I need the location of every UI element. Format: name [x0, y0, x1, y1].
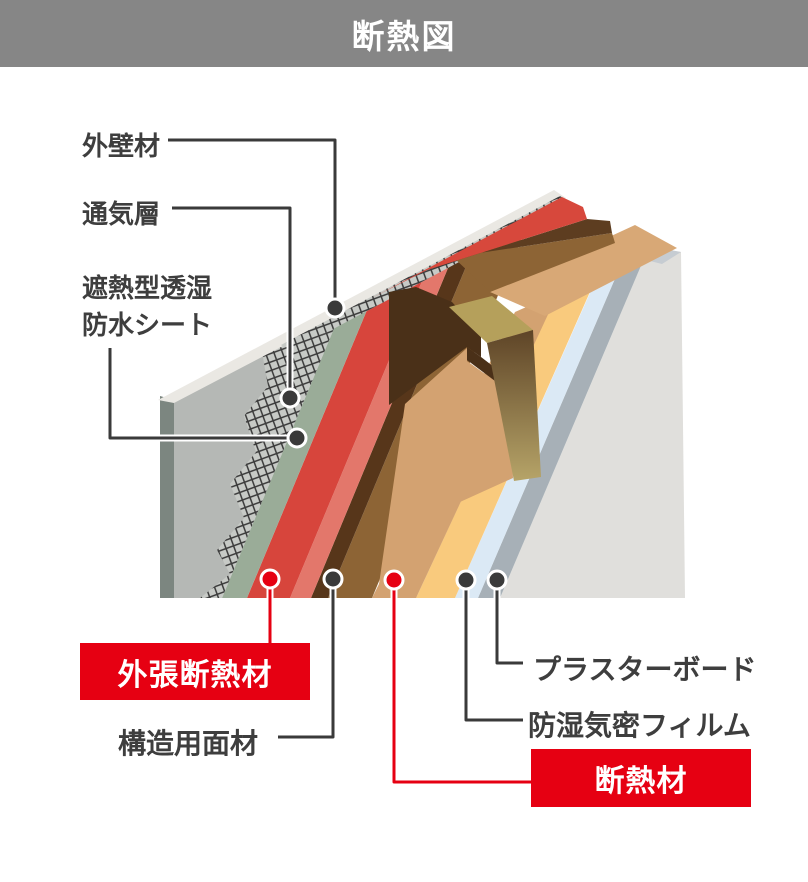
cavity-plank — [377, 348, 513, 598]
dot-sheet — [286, 427, 308, 449]
cavity-shadow — [389, 287, 481, 405]
leader-plasterboard — [495, 580, 523, 665]
stud-top-face — [449, 296, 533, 343]
panel-top-strip — [158, 190, 566, 403]
leader-lines — [106, 136, 532, 786]
layer-plasterboard-edge — [478, 261, 643, 598]
red-top-face — [372, 197, 587, 298]
label-sheet-line1: 遮熱型透湿 — [82, 273, 213, 303]
page-title: 断熱図 — [351, 17, 457, 55]
stud-front-face — [487, 330, 541, 481]
dot-structural-panel — [322, 568, 344, 590]
dot-insulation — [383, 569, 405, 591]
darkbrown-top-face — [427, 219, 612, 270]
label-ventilation-layer: 通気層 — [82, 199, 161, 229]
dot-plasterboard — [486, 569, 508, 591]
marker-dots — [259, 297, 508, 591]
label-plasterboard: プラスターボード — [533, 654, 757, 685]
label-external-insulation: 外張断熱材 — [117, 658, 273, 692]
brown-top-face — [453, 233, 615, 292]
layer-ext-insulation-red — [247, 269, 427, 598]
framing-top-face — [490, 225, 677, 316]
label-exterior-panel: 外壁材 — [82, 131, 161, 161]
leader-structural-panel — [278, 579, 335, 739]
leader-insulation — [392, 580, 532, 784]
leader-sheet — [108, 348, 297, 440]
layer-plasterboard — [500, 249, 685, 598]
badge-insulation: 断熱材 — [531, 749, 751, 807]
dot-exterior-panel — [324, 297, 346, 319]
label-insulation: 断熱材 — [594, 765, 688, 798]
leader-ventilation — [172, 206, 292, 398]
badge-external-insulation: 外張断熱材 — [80, 643, 310, 700]
label-sheet-line2: 防水シート — [82, 310, 213, 340]
label-structural-panel: 構造用面材 — [118, 728, 259, 759]
layer-plasterboard-top-face — [646, 249, 681, 264]
dot-ext-insulation — [259, 568, 281, 590]
label-vapor-barrier-film: 防湿気密フィルム — [528, 710, 751, 741]
dot-ventilation — [279, 387, 301, 409]
layer-exterior-panel-side — [160, 396, 174, 598]
mesh-drape-pattern — [200, 314, 340, 598]
leader-vapor-film — [464, 580, 523, 722]
leader-exterior-panel — [168, 138, 337, 308]
header-bar: 断熱図 — [0, 0, 808, 67]
dot-vapor-film — [455, 569, 477, 591]
wall-assembly — [158, 190, 685, 598]
